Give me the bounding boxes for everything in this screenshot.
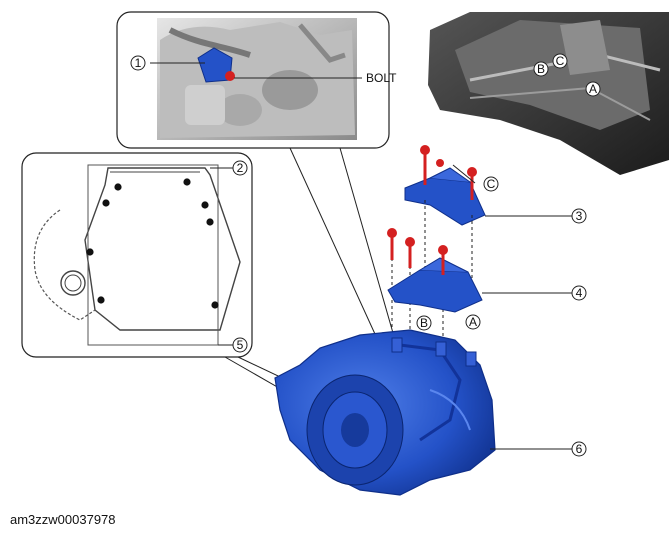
upper-mount-bracket: C 3 <box>404 145 587 226</box>
bracket-point-c-label: C <box>487 177 496 191</box>
callout-6 <box>571 441 587 457</box>
mount-point-b-label: B <box>420 316 428 330</box>
frame-point-b-label: B <box>537 62 545 76</box>
mount-point-a-label: A <box>469 315 477 329</box>
bellhousing-inset: 2 5 <box>21 152 253 358</box>
callout-4 <box>571 285 587 301</box>
frame-point-a <box>585 81 601 97</box>
frame-point-c <box>552 53 568 69</box>
callout-2-label: 2 <box>237 161 244 175</box>
bolt-label: BOLT <box>366 71 397 85</box>
callout-5-label: 5 <box>237 338 244 352</box>
callout-1 <box>130 55 146 71</box>
frame-point-a-label: A <box>589 82 597 96</box>
frame-point-b <box>533 61 549 77</box>
bolt-detail-inset: 1 BOLT <box>116 11 397 149</box>
callout-3-label: 3 <box>576 209 583 223</box>
mount-point-a <box>465 314 481 330</box>
lower-mount-bracket: 4 B A <box>387 228 587 331</box>
transmission-assembly: 6 <box>274 329 587 496</box>
callout-1-label: 1 <box>135 56 142 70</box>
callout-4-label: 4 <box>576 286 583 300</box>
mount-point-b <box>416 315 432 331</box>
callout-6-label: 6 <box>576 442 583 456</box>
callout-2 <box>232 160 248 176</box>
callout-3 <box>571 208 587 224</box>
bracket-point-c <box>483 176 499 192</box>
frame-point-c-label: C <box>556 54 565 68</box>
vehicle-frame: C B A <box>428 12 669 175</box>
figure-code: am3zzw00037978 <box>10 512 116 527</box>
callout-5 <box>232 337 248 353</box>
